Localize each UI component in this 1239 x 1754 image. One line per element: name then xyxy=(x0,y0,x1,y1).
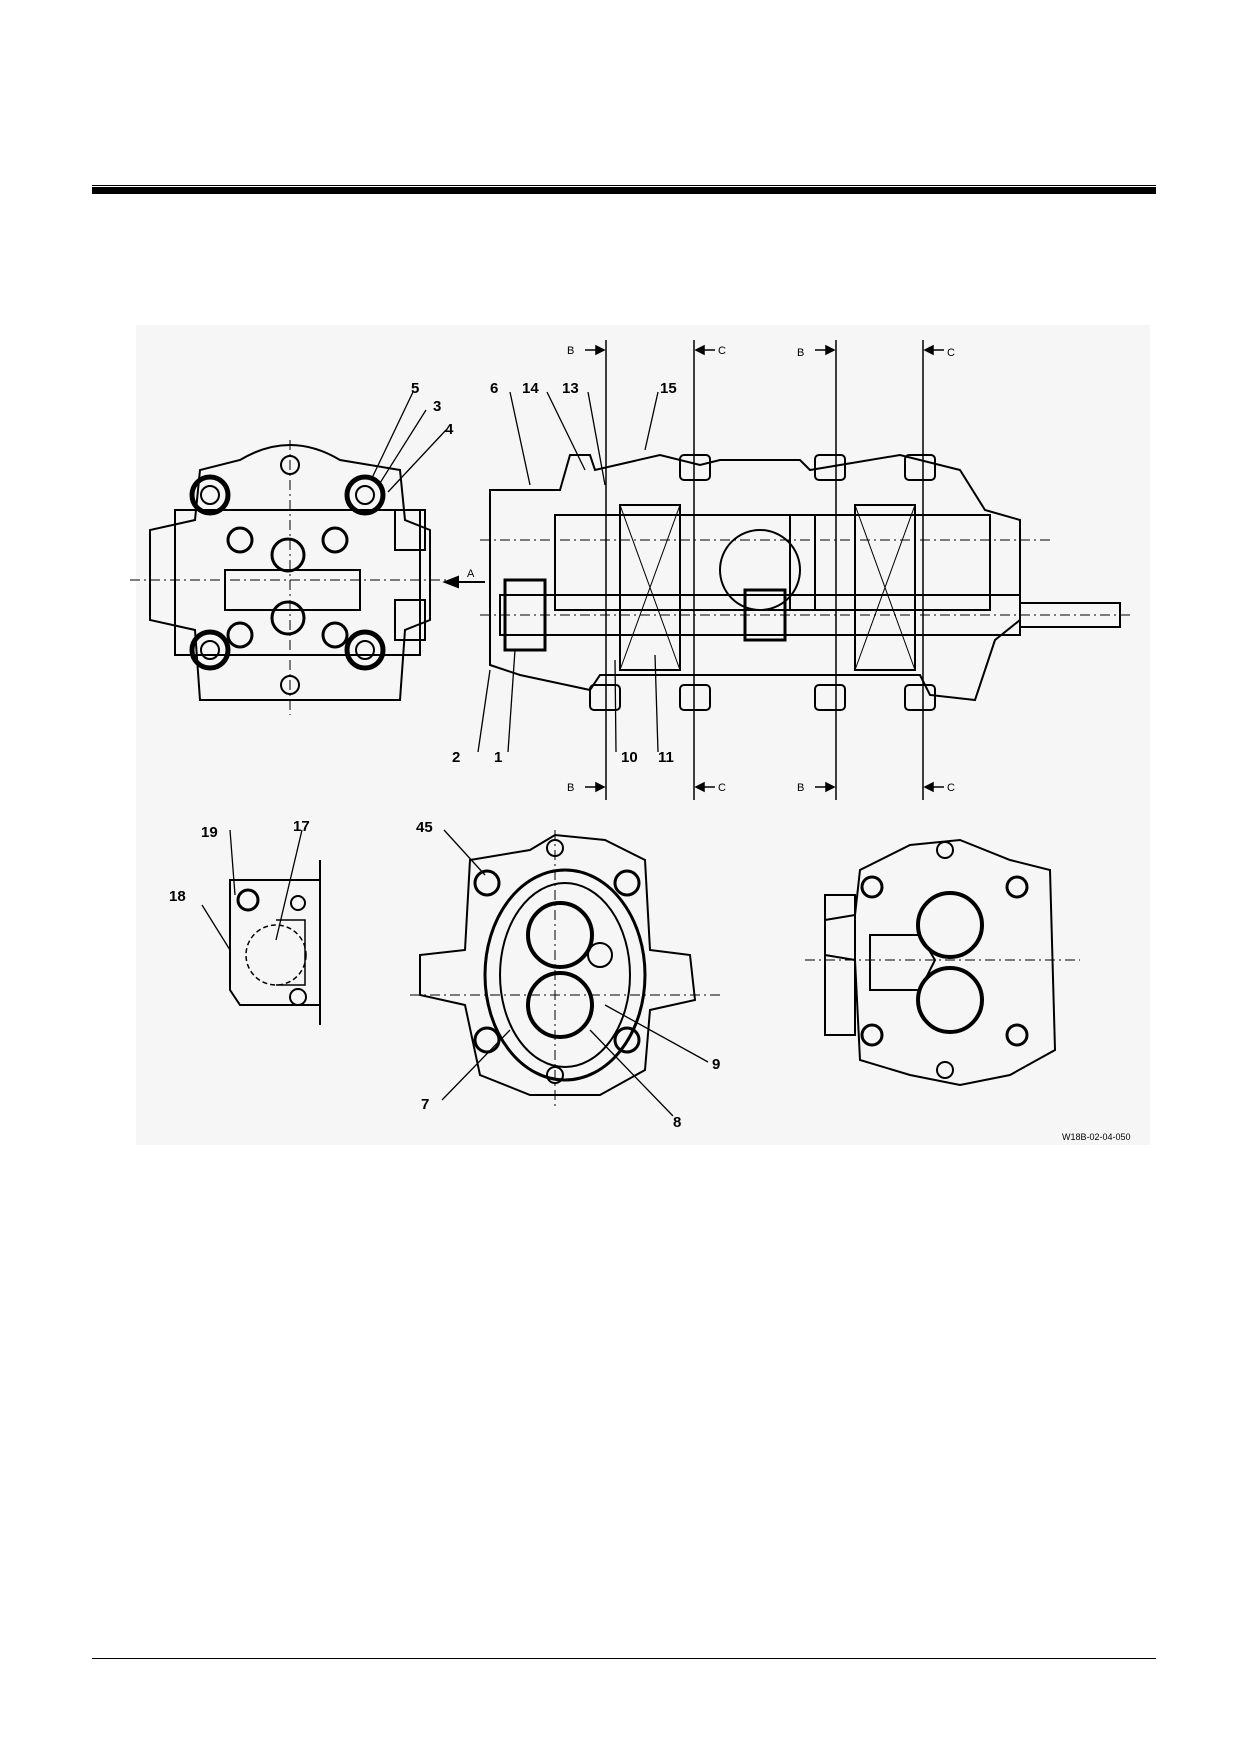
callout-5: 5 xyxy=(411,380,419,397)
footer-rule xyxy=(92,1658,1156,1659)
callout-15: 15 xyxy=(660,380,677,397)
figure-code: W18B-02-04-050 xyxy=(1062,1132,1131,1142)
callout-2: 2 xyxy=(452,749,460,766)
callout-1: 1 xyxy=(494,749,502,766)
section-mark-b-bottom-1: B xyxy=(567,782,574,794)
section-mark-c-top-2: C xyxy=(947,347,955,359)
callout-45: 45 xyxy=(416,819,433,836)
header-rule-thin xyxy=(92,185,1156,186)
leader-lines xyxy=(201,391,709,1117)
front-view xyxy=(130,440,450,715)
section-b-view xyxy=(410,830,720,1110)
callout-3: 3 xyxy=(433,398,441,415)
section-mark-c-bottom-2: C xyxy=(947,782,955,794)
callout-6: 6 xyxy=(490,380,498,397)
callout-10: 10 xyxy=(621,749,638,766)
section-mark-c-bottom-1: C xyxy=(718,782,726,794)
section-mark-c-top-1: C xyxy=(718,345,726,357)
section-c-view xyxy=(805,838,1080,1087)
callout-13: 13 xyxy=(562,380,579,397)
section-mark-b-bottom-2: B xyxy=(797,782,804,794)
detail-view xyxy=(229,860,321,1025)
callout-14: 14 xyxy=(522,380,539,397)
callout-17: 17 xyxy=(293,818,310,835)
view-arrow-label-a: A xyxy=(467,568,475,580)
callout-18: 18 xyxy=(169,888,186,905)
callout-19: 19 xyxy=(201,824,218,841)
section-view xyxy=(442,340,1130,800)
callout-9: 9 xyxy=(712,1056,720,1073)
callout-7: 7 xyxy=(421,1096,429,1113)
section-arrows xyxy=(585,344,944,793)
callout-8: 8 xyxy=(673,1114,681,1131)
section-mark-b-top-2: B xyxy=(797,347,804,359)
header-rule xyxy=(92,187,1156,194)
callout-4: 4 xyxy=(445,421,454,438)
section-mark-b-top-1: B xyxy=(567,345,574,357)
callout-11: 11 xyxy=(658,749,674,766)
